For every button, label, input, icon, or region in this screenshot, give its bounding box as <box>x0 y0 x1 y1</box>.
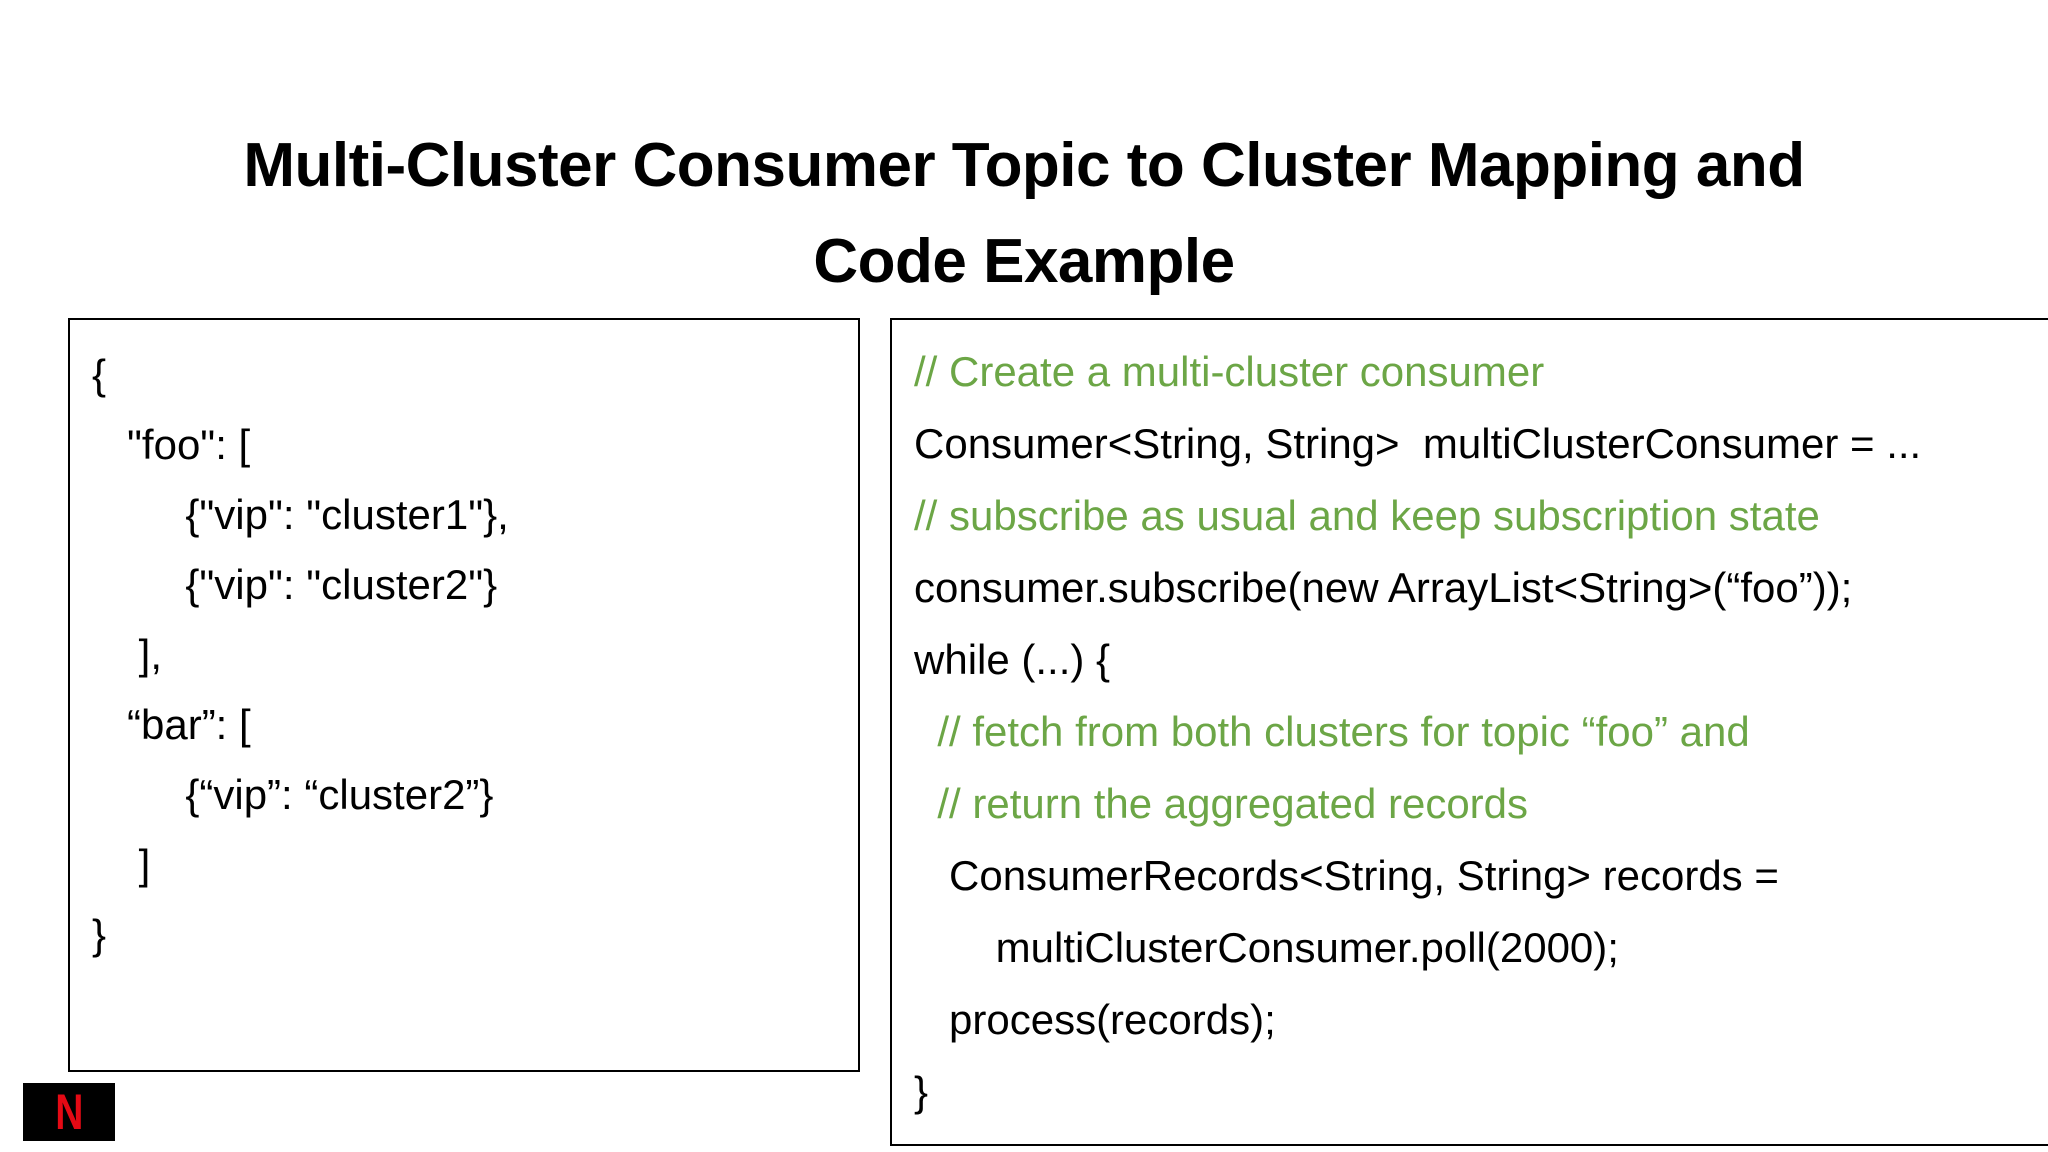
java-code-line-comment: // return the aggregated records <box>914 780 1529 827</box>
json-code-line: ] <box>92 841 151 888</box>
json-code-line: {"vip": "cluster1"}, <box>92 491 509 538</box>
java-code-line: Consumer<String, String> multiClusterCon… <box>914 420 1922 467</box>
java-code-line-comment: // Create a multi-cluster consumer <box>914 348 1545 395</box>
json-mapping-panel: { "foo": [ {"vip": "cluster1"}, {"vip": … <box>68 318 860 1072</box>
json-code-line: "foo": [ <box>92 421 251 468</box>
netflix-logo: N <box>23 1083 115 1141</box>
page-title-line-1: Multi-Cluster Consumer Topic to Cluster … <box>243 131 1805 200</box>
java-code-line: while (...) { <box>914 636 1111 683</box>
java-code-line-comment: // subscribe as usual and keep subscript… <box>914 492 1820 539</box>
page-title: Multi-Cluster Consumer Topic to Cluster … <box>96 118 1952 310</box>
json-code-line: {"vip": "cluster2"} <box>92 561 498 608</box>
json-code-line: {“vip”: “cluster2”} <box>92 771 494 818</box>
java-code-line: ConsumerRecords<String, String> records … <box>914 852 1779 899</box>
java-code-line-comment: // fetch from both clusters for topic “f… <box>914 708 1750 755</box>
java-code-line: consumer.subscribe(new ArrayList<String>… <box>914 564 1853 611</box>
json-code-line: ], <box>92 631 163 678</box>
java-code-body: // Create a multi-cluster consumer Consu… <box>892 320 2048 1128</box>
page-title-line-2: Code Example <box>813 227 1235 296</box>
json-code-body: { "foo": [ {"vip": "cluster1"}, {"vip": … <box>70 320 858 970</box>
java-code-panel: // Create a multi-cluster consumer Consu… <box>890 318 2048 1146</box>
json-code-line: } <box>92 911 107 958</box>
java-code-line: process(records); <box>914 996 1276 1043</box>
java-code-line: multiClusterConsumer.poll(2000); <box>914 924 1619 971</box>
json-code-line: { <box>92 351 107 398</box>
json-code-line: “bar”: [ <box>92 701 251 748</box>
java-code-line: } <box>914 1068 929 1115</box>
netflix-n-icon: N <box>55 1084 83 1140</box>
